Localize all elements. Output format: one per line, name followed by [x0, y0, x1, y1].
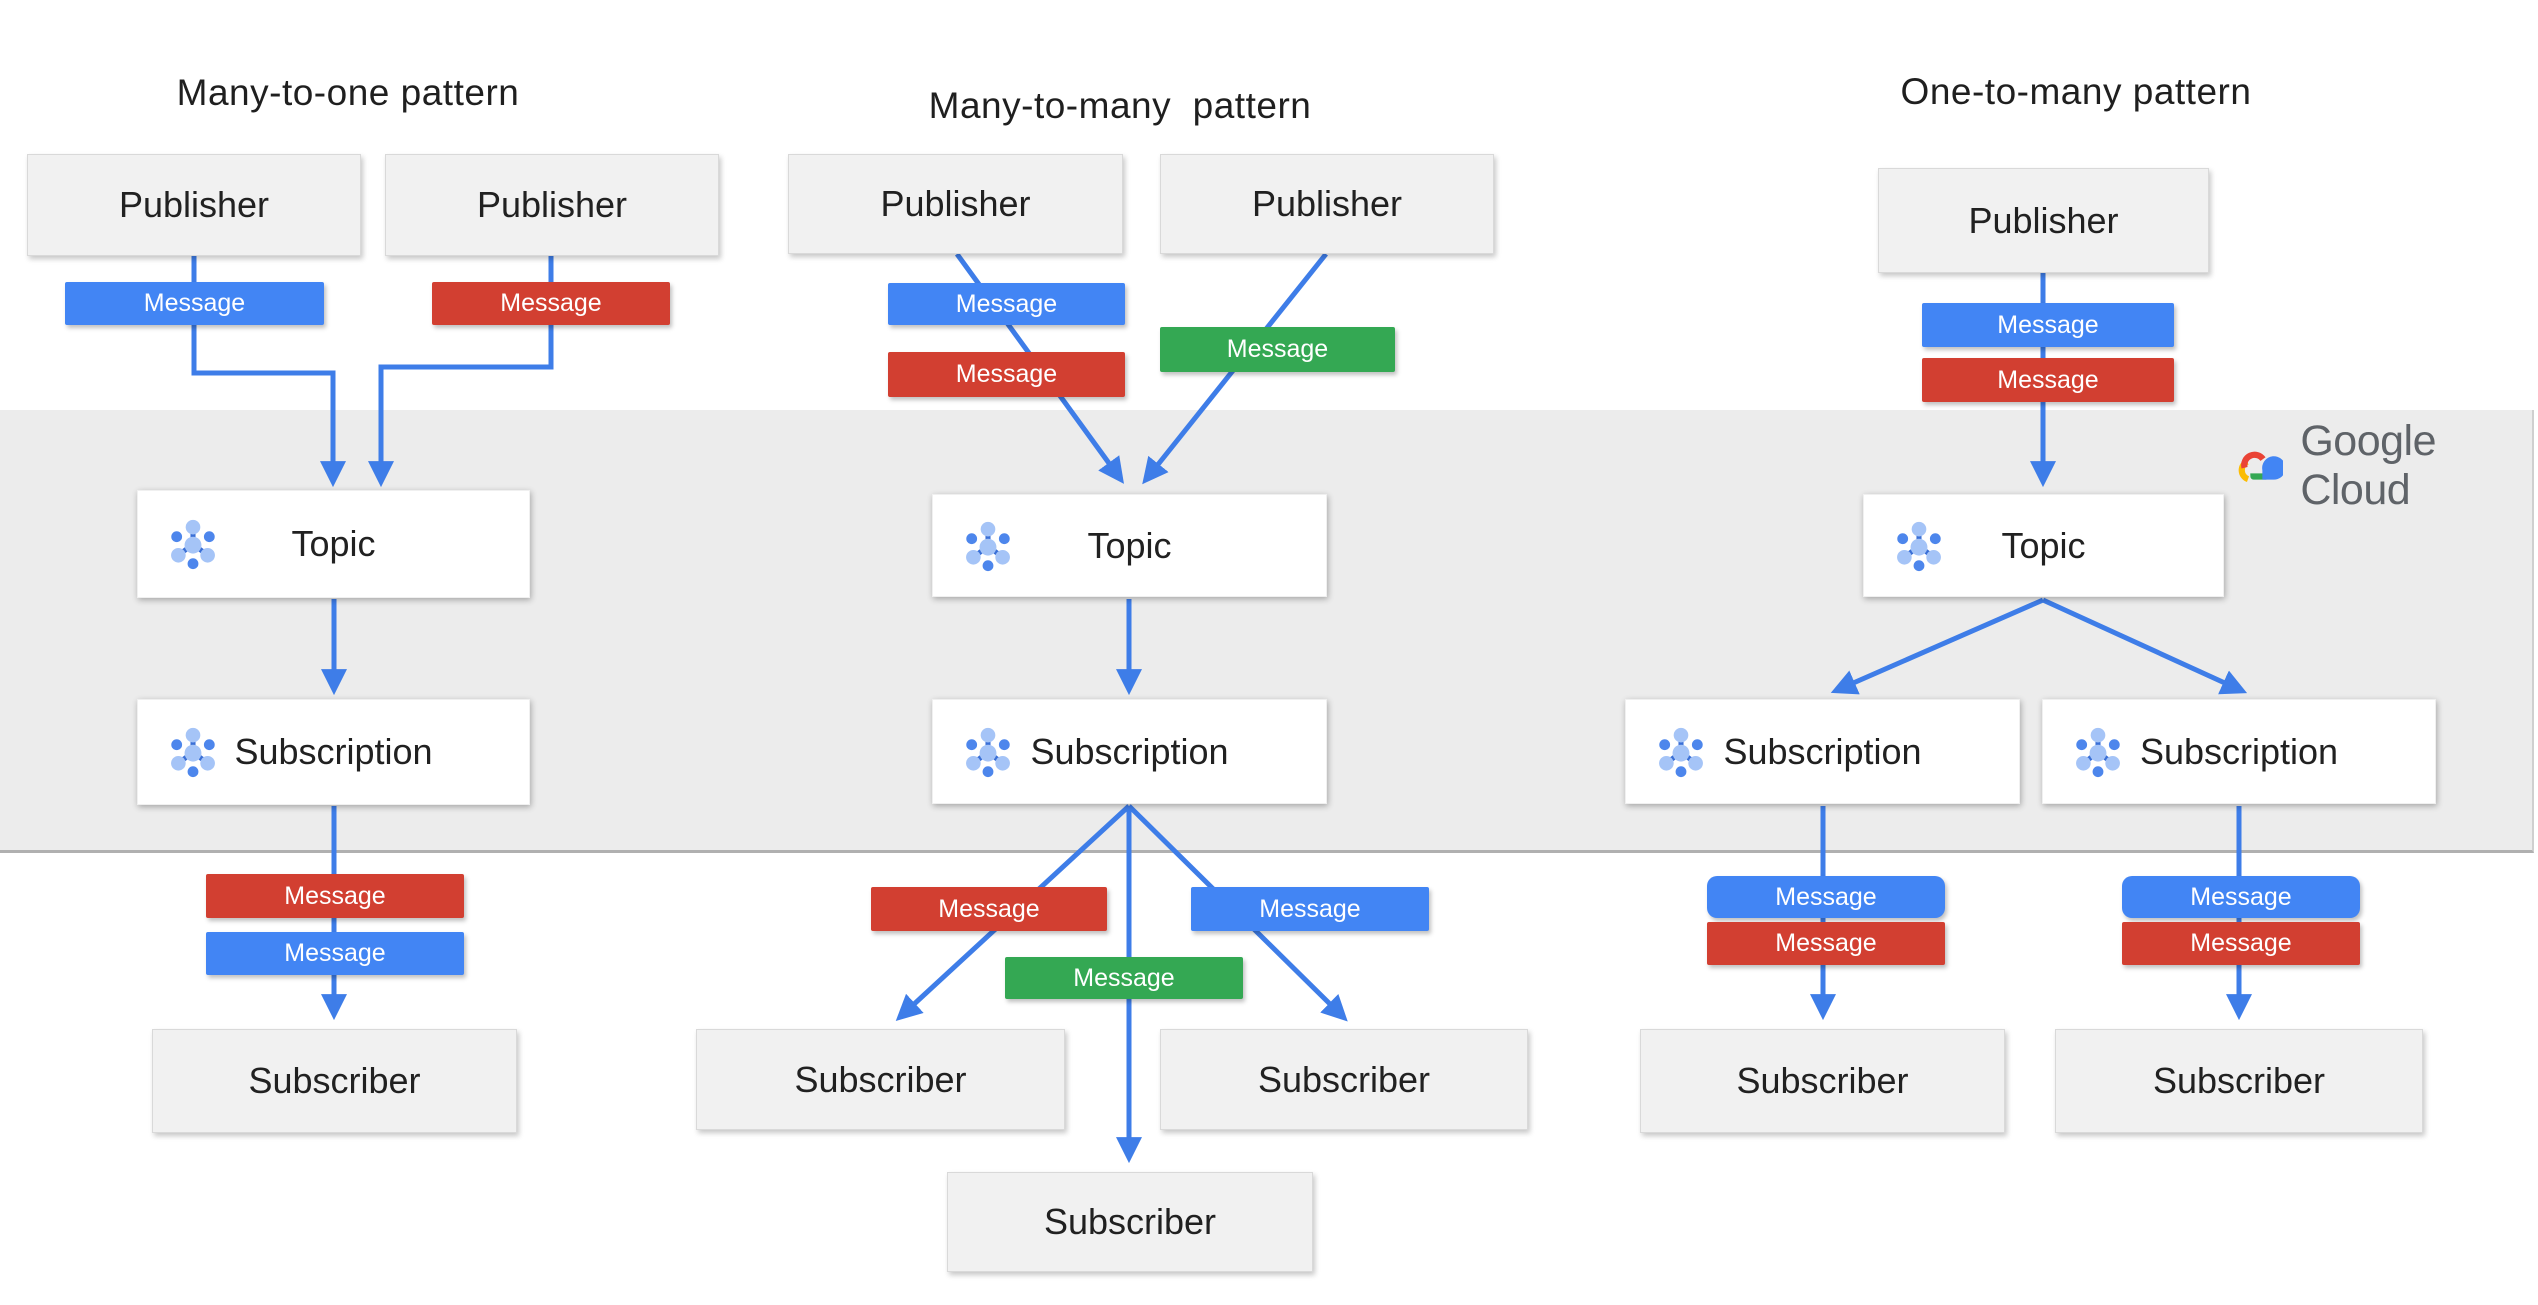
pattern-title-many-to-many: Many-to-many pattern [928, 85, 1312, 126]
message-badge-red: Message [1707, 922, 1945, 965]
pubsub-hub-icon [171, 519, 215, 570]
subscriber-box: Subscriber [1640, 1029, 2005, 1133]
subscription-box: Subscription [137, 699, 530, 805]
subscription-label: Subscription [234, 731, 433, 772]
publisher-box: Publisher [1878, 168, 2209, 273]
message-badge-blue: Message [1707, 876, 1945, 918]
subscriber-label: Subscriber [1257, 1058, 1431, 1100]
message-badge-red: Message [2122, 922, 2360, 965]
topic-box: Topic [137, 490, 530, 598]
subscription-box: Subscription [932, 699, 1327, 804]
pubsub-hub-icon [2076, 727, 2120, 777]
message-badge-label: Message [2190, 929, 2292, 957]
message-badge-label: Message [2190, 882, 2292, 911]
message-badge-label: Message [1775, 882, 1877, 911]
message-badge-label: Message [1073, 963, 1175, 992]
pubsub-hub-icon [966, 727, 1010, 777]
subscriber-label: Subscriber [794, 1058, 967, 1100]
subscriber-box: Subscriber [947, 1172, 1313, 1272]
message-badge-red: Message [888, 352, 1125, 397]
pubsub-hub-icon [966, 521, 1010, 571]
publisher-box: Publisher [385, 154, 719, 256]
message-badge-red: Message [206, 874, 464, 918]
message-badge-blue: Message [206, 932, 464, 975]
pattern-title-one-to-many: One-to-many pattern [1900, 71, 2252, 112]
publisher-box: Publisher [27, 154, 361, 256]
subscriber-label: Subscriber [1043, 1201, 1217, 1242]
subscription-box: Subscription [1625, 699, 2020, 804]
topic-box: Topic [932, 494, 1327, 597]
subscriber-box: Subscriber [1160, 1029, 1528, 1130]
subscriber-box: Subscriber [152, 1029, 517, 1133]
message-badge-blue: Message [1191, 887, 1429, 931]
subscriber-label: Subscriber [1736, 1060, 1909, 1101]
message-badge-blue: Message [2122, 876, 2360, 918]
subscription-label: Subscription [1030, 730, 1229, 772]
connector-arrow [2041, 597, 2248, 695]
message-badge-label: Message [1226, 335, 1329, 363]
message-badge-label: Message [143, 289, 246, 317]
message-badge-label: Message [938, 894, 1040, 923]
publisher-label: Publisher [1968, 199, 2119, 241]
message-badge-label: Message [284, 939, 386, 967]
message-badge-label: Message [1259, 894, 1361, 923]
message-badge-label: Message [955, 360, 1058, 388]
publisher-label: Publisher [1251, 183, 1403, 224]
subscriber-label: Subscriber [2152, 1060, 2326, 1101]
subscription-box: Subscription [2042, 699, 2436, 804]
message-badge-blue: Message [1922, 303, 2174, 347]
message-badge-label: Message [1997, 365, 2099, 394]
message-badge-green: Message [1160, 327, 1395, 372]
message-badge-green: Message [1005, 957, 1243, 999]
message-badge-red: Message [1922, 358, 2174, 402]
publisher-label: Publisher [476, 184, 628, 225]
message-badge-label: Message [955, 289, 1058, 318]
subscription-label: Subscription [2139, 730, 2339, 772]
topic-box: Topic [1863, 494, 2224, 597]
google-cloud-wordmark: Google Cloud [2300, 417, 2436, 514]
publisher-label: Publisher [880, 183, 1031, 224]
message-badge-label: Message [1997, 310, 2099, 339]
subscriber-label: Subscriber [248, 1060, 421, 1101]
pubsub-hub-icon [171, 727, 215, 778]
google-cloud-logo: Google Cloud [2238, 417, 2538, 514]
message-badge-red: Message [432, 282, 670, 325]
subscriber-box: Subscriber [696, 1029, 1065, 1130]
message-badge-label: Message [1775, 929, 1877, 957]
publisher-label: Publisher [118, 184, 270, 225]
subscription-label: Subscription [1723, 730, 1922, 772]
pubsub-hub-icon [1659, 727, 1703, 777]
message-badge-label: Message [284, 881, 386, 910]
message-badge-blue: Message [65, 282, 324, 325]
pubsub-hub-icon [1897, 521, 1941, 571]
connector-arrow [1830, 597, 2045, 695]
topic-label: Topic [1087, 524, 1172, 566]
google-cloud-icon [2238, 451, 2284, 483]
pattern-title-many-to-one: Many-to-one pattern [176, 72, 520, 113]
message-badge-blue: Message [888, 283, 1125, 325]
message-badge-red: Message [871, 887, 1107, 931]
topic-label: Topic [291, 523, 376, 564]
publisher-box: Publisher [788, 154, 1123, 254]
subscriber-box: Subscriber [2055, 1029, 2423, 1133]
topic-label: Topic [2001, 524, 2086, 566]
message-badge-label: Message [500, 289, 602, 317]
publisher-box: Publisher [1160, 154, 1494, 254]
